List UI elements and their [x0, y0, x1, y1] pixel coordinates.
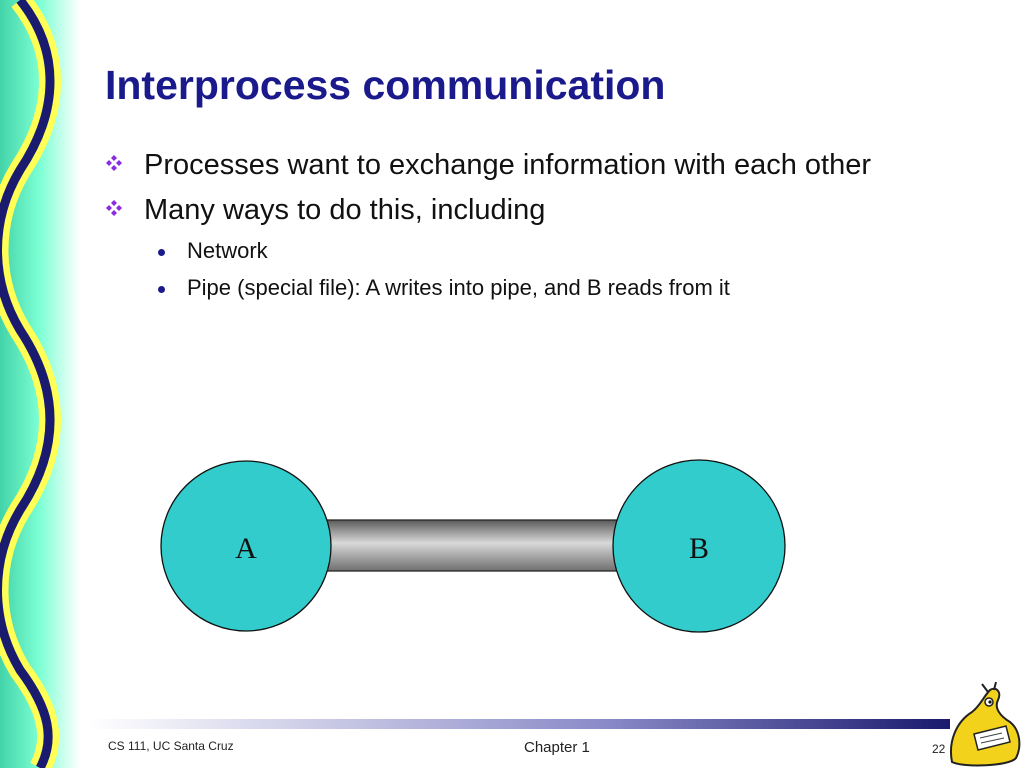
- bullet-text: Many ways to do this, including: [144, 194, 546, 226]
- process-b-circle: [612, 459, 786, 633]
- process-a-label: A: [235, 532, 257, 565]
- dot-bullet-icon: [158, 286, 165, 293]
- four-diamond-icon: [106, 200, 122, 216]
- pipe-diagram: A B: [160, 459, 786, 633]
- footer-chapter: Chapter 1: [524, 739, 590, 756]
- process-a-circle: [160, 460, 332, 632]
- bullet-list: Processes want to exchange information w…: [100, 145, 940, 309]
- sub-bullet-item: Pipe (special file): A writes into pipe,…: [100, 272, 940, 304]
- footer-gradient-bar: [90, 719, 950, 729]
- wavy-border-decoration: [0, 0, 80, 768]
- four-diamond-icon: [106, 155, 122, 171]
- sub-bullet-text: Network: [187, 238, 268, 263]
- sub-bullet-item: Network: [100, 235, 940, 267]
- footer-page-number: 22: [932, 742, 946, 756]
- banana-slug-mascot-icon: [950, 682, 1021, 767]
- slide-title: Interprocess communication: [105, 62, 666, 108]
- sub-bullet-text: Pipe (special file): A writes into pipe,…: [187, 275, 730, 300]
- footer-course: CS 111, UC Santa Cruz: [108, 739, 234, 753]
- process-b-label: B: [689, 532, 709, 565]
- dot-bullet-icon: [158, 249, 165, 256]
- bullet-item: Many ways to do this, including: [100, 190, 940, 231]
- pipe: [321, 519, 623, 572]
- bullet-item: Processes want to exchange information w…: [100, 145, 940, 186]
- bullet-text: Processes want to exchange information w…: [144, 149, 872, 181]
